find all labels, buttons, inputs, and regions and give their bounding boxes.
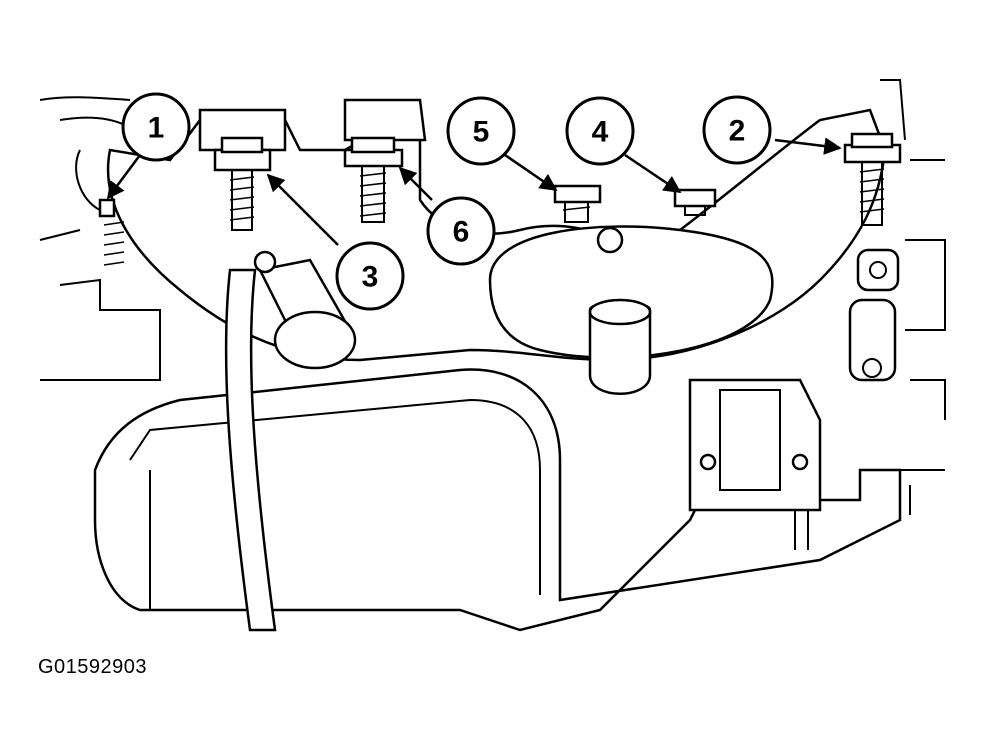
callout-5: 5 [446,96,516,166]
callout-2-label: 2 [729,115,746,148]
callout-3: 3 [335,241,405,311]
bolt-3 [213,136,272,231]
bolt-4 [673,188,717,216]
callout-5-label: 5 [473,116,490,149]
bolt-2 [843,132,902,226]
bolt-1 [98,198,125,266]
callout-2: 2 [702,95,772,165]
bracket [688,378,911,550]
callout-4-label: 4 [592,116,609,149]
arrow-5 [504,153,558,192]
arrow-4 [624,153,682,194]
callout-6-label: 6 [453,216,470,249]
callout-1: 1 [121,92,191,162]
figure-code: G01592903 [38,656,148,678]
callout-3-label: 3 [362,261,379,294]
callout-4: 4 [565,96,635,166]
spacer-assembly [848,248,900,382]
manifold-stud [588,226,652,395]
arrow-2 [774,137,842,155]
leader-arrows [106,137,842,246]
arrow-3 [266,173,339,246]
bolt-6 [343,136,404,223]
cylinder-head-outline [39,79,946,471]
bolt-5 [553,184,602,223]
oxygen-sensor [224,250,357,632]
callout-1-label: 1 [148,112,165,145]
arrow-1 [106,154,142,200]
arrow-6 [398,166,433,201]
oil-pan [93,368,902,632]
callout-6: 6 [426,196,496,266]
